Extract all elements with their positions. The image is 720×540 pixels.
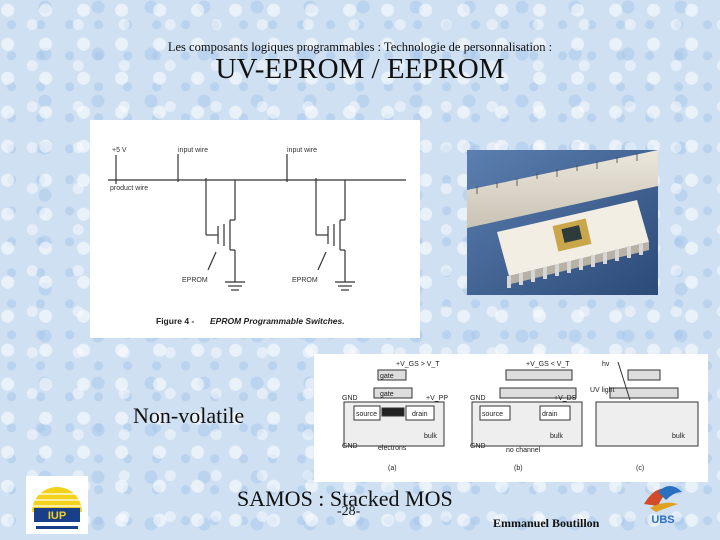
b-drain-label: drain	[542, 411, 558, 418]
c-caption: (c)	[636, 465, 644, 472]
figure-caption-bold: Figure 4 -	[156, 316, 194, 326]
c-uv-label: UV light	[590, 387, 615, 394]
c-bulk-label: bulk	[672, 433, 685, 440]
eprom-label-1: EPROM	[182, 277, 208, 284]
b-bulk-label: bulk	[550, 433, 563, 440]
a-bulk-label: bulk	[424, 433, 437, 440]
author-name: Emmanuel Boutillon	[493, 516, 600, 530]
product-wire-label: product wire	[110, 185, 148, 192]
input-wire-label-2: input wire	[287, 147, 317, 154]
eprom-switch-figure: +5 V input wire input wire product wire …	[90, 120, 420, 338]
eprom-label-2: EPROM	[292, 277, 318, 284]
a-drain-label: drain	[412, 411, 428, 418]
mos-cross-section-figure: +V_GS > V_T gate gate GND +V_PP source d…	[314, 354, 708, 482]
b-vds-label: +V_DS	[554, 395, 577, 402]
a-source-label: source	[356, 411, 377, 418]
a-vpp-label: +V_PP	[426, 395, 448, 402]
b-no-channel-label: no channel	[506, 447, 541, 454]
input-wire-label-1: input wire	[178, 147, 208, 154]
figure-caption-italic: EPROM Programmable Switches.	[210, 316, 345, 326]
eprom-chip-photo	[467, 150, 658, 295]
a-gate-label-2: gate	[380, 391, 394, 398]
slide-subtitle: Les composants logiques programmables : …	[167, 40, 553, 54]
a-vgs-label: +V_GS > V_T	[396, 361, 440, 368]
b-gnd-label: GND	[470, 395, 486, 402]
b-source-label: source	[482, 411, 503, 418]
b-vgs-label: +V_GS < V_T	[526, 361, 570, 368]
a-caption: (a)	[388, 465, 397, 472]
a-gate-label: gate	[380, 373, 394, 380]
ubs-logo-text: UBS	[651, 514, 674, 526]
b-caption: (b)	[514, 465, 523, 472]
slide-title: UV-EPROM / EEPROM	[215, 53, 505, 85]
iup-logo-text: IUP	[48, 510, 66, 522]
a-gnd2-label: GND	[342, 443, 358, 450]
a-electrons-label: electrons	[378, 445, 407, 452]
iup-logo: IUP	[26, 476, 88, 534]
a-gnd-label: GND	[342, 395, 358, 402]
b-gnd2-label: GND	[470, 443, 486, 450]
nonvolatile-text: Non-volatile	[133, 403, 245, 428]
samos-text: SAMOS : Stacked MOS	[237, 486, 453, 511]
supply-label: +5 V	[112, 147, 127, 154]
ubs-logo: UBS	[636, 478, 690, 528]
c-hv-label: hν	[602, 361, 610, 368]
page-number: -28-	[337, 504, 361, 519]
